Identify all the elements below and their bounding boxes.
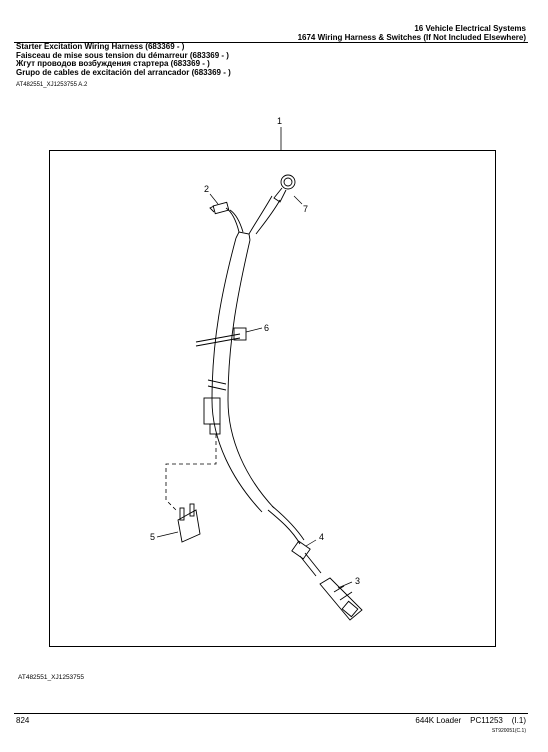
ring-terminal — [273, 174, 296, 203]
footer-code: ST920051(C.1) — [491, 728, 526, 734]
callout-4-label: 4 — [319, 532, 324, 542]
art-reference-bottom: AT482551_XJ1253755 — [18, 674, 85, 681]
group-title: 1674 Wiring Harness & Switches (If Not I… — [297, 33, 526, 42]
footer-rule — [14, 713, 528, 714]
catalog-number: PC11253 — [470, 716, 503, 725]
callout-3: 3 — [337, 576, 360, 589]
callout-7: 7 — [293, 195, 308, 214]
callout-2: 2 — [204, 184, 219, 205]
plug-connector — [319, 577, 363, 621]
tie-strap — [195, 327, 247, 347]
blade-fuse — [177, 503, 201, 543]
title-russian: Жгут проводов возбуждения стартера (6833… — [16, 59, 210, 69]
title-spanish: Grupo de cables de excitación del arranc… — [16, 67, 231, 77]
callout-6-label: 6 — [264, 323, 269, 333]
illustration-titles: Starter Excitation Wiring Harness (68336… — [16, 42, 231, 77]
illustration-frame — [49, 150, 496, 647]
callout-6: 6 — [245, 323, 269, 333]
harness-conduit — [211, 195, 305, 545]
callout-5-label: 5 — [150, 532, 155, 542]
title-english: Starter Excitation Wiring Harness (68336… — [16, 42, 185, 51]
callout-1: 1 — [277, 116, 282, 150]
art-reference-top: AT482551_XJ1253755 A.2 — [16, 82, 88, 88]
wire-seal-connector — [291, 540, 322, 577]
machine-name: 644K Loader — [415, 716, 462, 725]
header-rule — [14, 42, 528, 43]
callout-5: 5 — [150, 531, 179, 542]
fuse-relation-line — [165, 434, 217, 513]
bullet-terminal — [209, 201, 230, 215]
callout-4: 4 — [305, 532, 324, 547]
section-title: 16 Vehicle Electrical Systems — [414, 24, 526, 33]
page-number: 824 — [16, 716, 30, 725]
callout-7-label: 7 — [303, 204, 308, 214]
fuse-holder — [203, 379, 227, 435]
callout-2-label: 2 — [204, 184, 209, 194]
callout-1-label: 1 — [277, 116, 282, 126]
title-french: Faisceau de mise sous tension du démarre… — [16, 50, 229, 60]
callout-3-label: 3 — [355, 576, 360, 586]
index-code: (I.1) — [511, 716, 526, 725]
footer-info: 644K Loader PC11253 (I.1) — [415, 716, 526, 725]
